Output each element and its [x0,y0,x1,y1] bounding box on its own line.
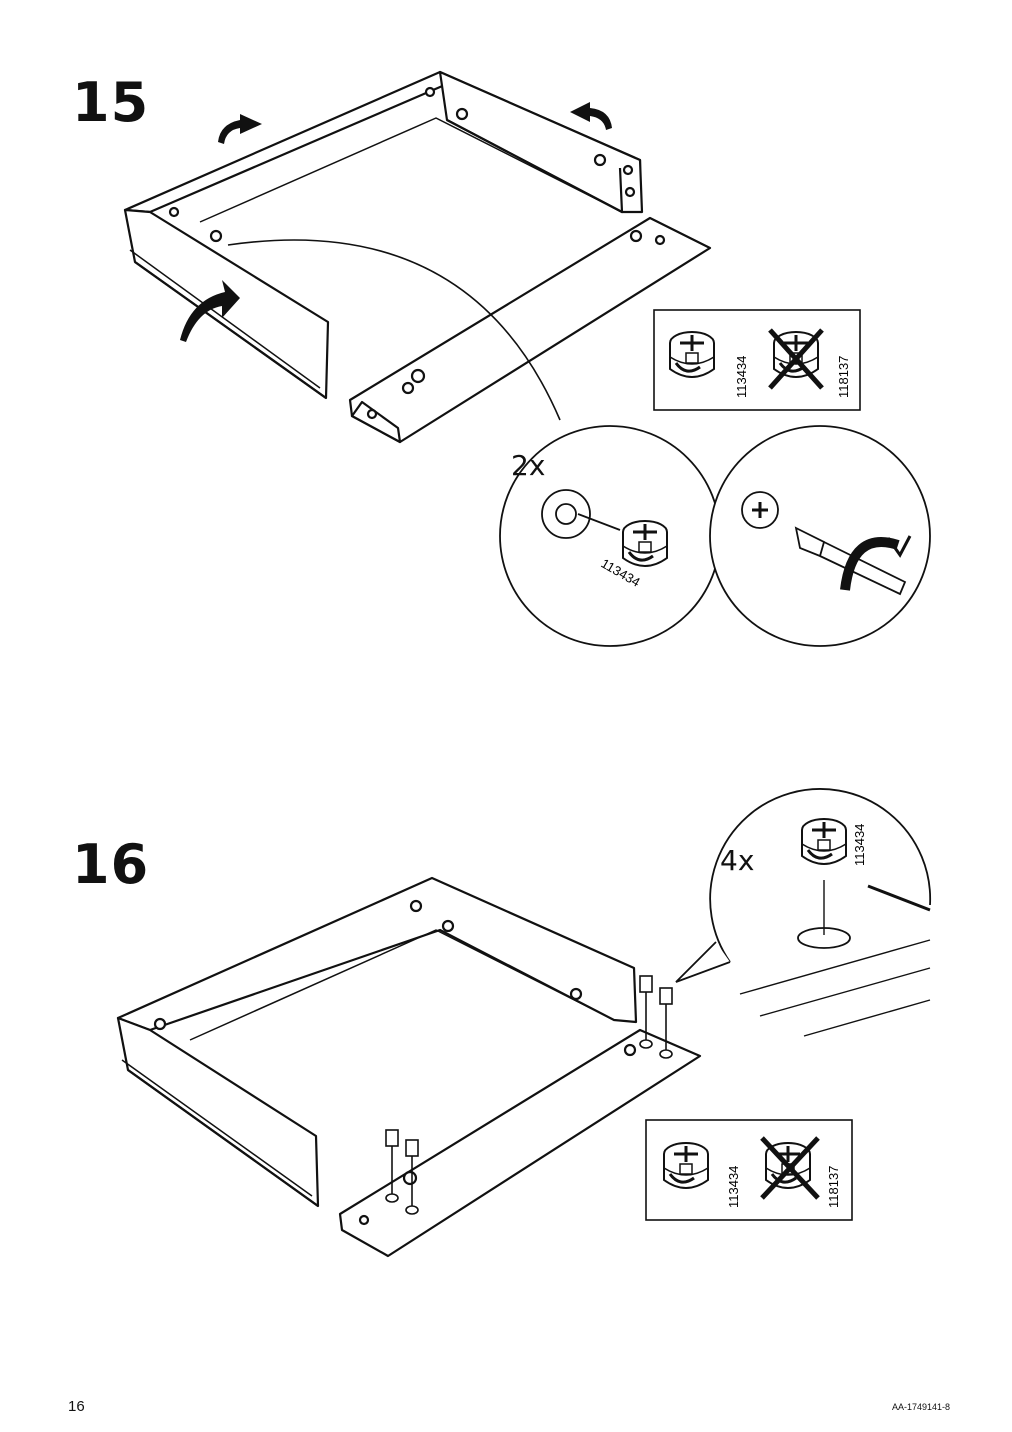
step-15-number: 15 [72,71,150,134]
document-code: AA-1749141-8 [891,1402,950,1412]
step-16-part-wrong-label: 118137 [826,1166,841,1208]
step-15-hardware-box [653,309,861,411]
step-16-detail-circle [675,788,932,1037]
step-16-detail-part-label: 113434 [852,824,867,866]
step-15-quantity: 2x [511,449,546,482]
step-15-arrows [180,102,612,342]
step-16-hardware-box [645,1119,853,1221]
step-15-part-wrong-label: 118137 [836,356,851,398]
step-15-callout-line [227,239,561,421]
page-number: 16 [68,1398,85,1415]
step-15-detail-circles [499,425,931,647]
step-16-frame [116,876,702,1258]
step-16-inserts [385,975,673,1215]
step-16-part-ok-label: 113434 [726,1166,741,1208]
step-16-quantity: 4x [720,844,755,877]
step-15-part-ok-label: 113434 [734,356,749,398]
step-15-frame [123,70,712,444]
step-16-number: 16 [72,833,150,896]
